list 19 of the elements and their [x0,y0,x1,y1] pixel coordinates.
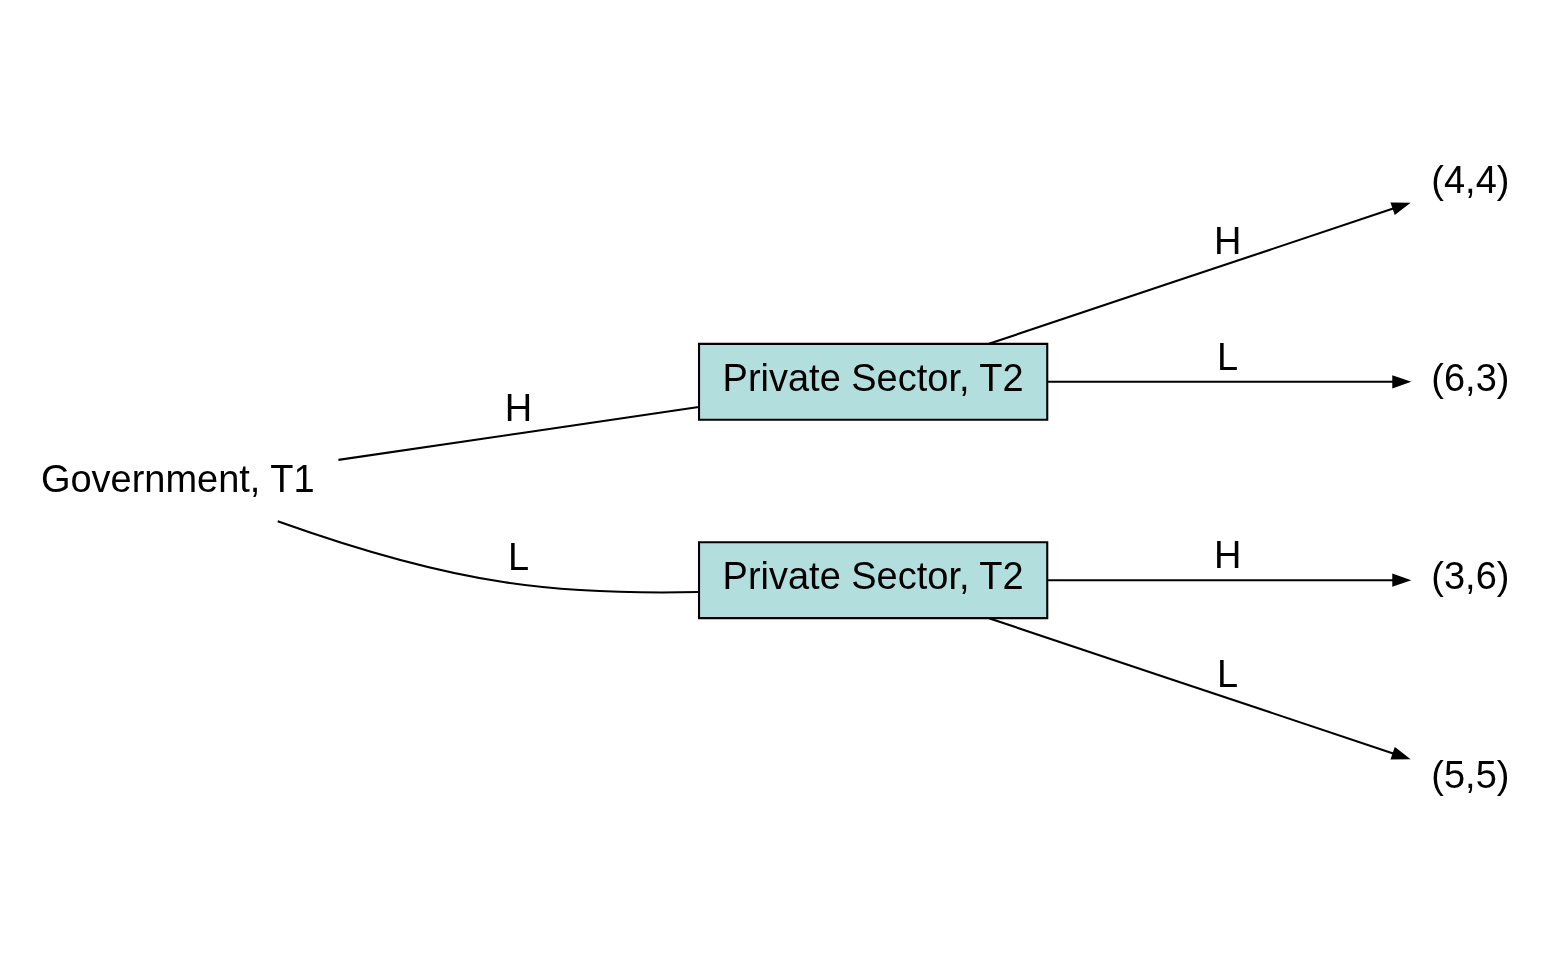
edge-label: H [1213,219,1242,262]
edge-label: L [1217,652,1239,695]
arrow [988,201,1411,345]
arrow [988,616,1411,760]
connector [338,405,699,461]
node-box: Private Sector, T2 [697,342,1049,421]
connector [277,519,699,593]
edge-label: H [1213,533,1242,576]
arrow [1047,573,1412,587]
arrow [1047,374,1412,388]
node-text: (5,5) [1431,753,1510,796]
node-text: (6,3) [1431,356,1510,399]
edge-label: H [504,386,533,429]
node-text: Government, T1 [40,457,315,500]
edge-label: L [1217,335,1239,378]
node-text: (3,6) [1431,554,1510,597]
node-box: Private Sector, T2 [697,540,1049,619]
node-text: (4,4) [1431,158,1510,201]
edge-label: L [508,535,530,578]
